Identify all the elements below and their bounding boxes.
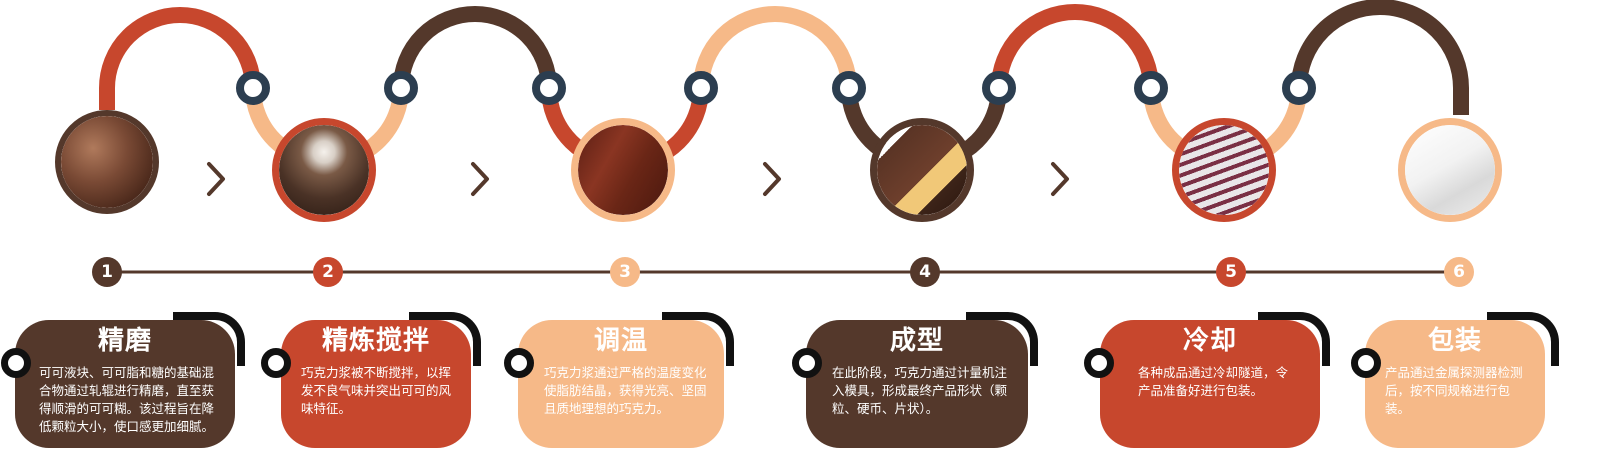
ring-node: [532, 71, 566, 105]
step-description-1: 可可液块、可可脂和糖的基础混合物通过轧辊进行精磨，直至获得顺滑的可可糊。该过程旨…: [39, 365, 215, 434]
card-hook-decoration: [966, 312, 1038, 366]
arch-1: [99, 7, 261, 110]
card-ring-decoration: [1, 348, 31, 378]
card-hook-decoration: [409, 312, 481, 366]
step-title-1: 精磨: [97, 326, 152, 356]
step-card-3: 调温 巧克力浆通过严格的温度变化使脂肪结晶，获得光亮、坚固且质地理想的巧克力。: [504, 312, 734, 448]
step-description-2: 巧克力浆被不断搅拌，以挥发不良气味并突出可可的风味特征。: [301, 365, 452, 416]
step-description-5: 各种成品通过冷却隧道，令产品准备好进行包装。: [1138, 365, 1289, 398]
card-hook-decoration: [1487, 312, 1559, 366]
step-number-5: 5: [1216, 257, 1246, 287]
tempering-photo: [571, 118, 675, 222]
chocolate-roller-photo: [55, 110, 159, 214]
conche-mixer-photo: [272, 118, 376, 222]
arch-5: [1291, 0, 1469, 115]
chevron-right-icon: [1051, 162, 1069, 196]
ring-node: [1282, 71, 1316, 105]
step-description-3: 巧克力浆通过严格的温度变化使脂肪结晶，获得光亮、坚固且质地理想的巧克力。: [544, 365, 707, 416]
step-card-6: 包装 产品通过金属探测器检测后，按不同规格进行包装。: [1351, 312, 1559, 448]
packaging-box-photo: [1398, 118, 1502, 222]
chevron-right-icon: [471, 162, 489, 196]
arch-3: [693, 6, 857, 89]
step-title-4: 成型: [889, 326, 944, 356]
ring-node: [384, 71, 418, 105]
ring-node: [832, 71, 866, 105]
card-ring-decoration: [792, 348, 822, 378]
ring-node: [1134, 71, 1168, 105]
arch-4: [991, 4, 1159, 89]
ring-node: [236, 71, 270, 105]
step-card-1: 精磨 可可液块、可可脂和糖的基础混合物通过轧辊进行精磨，直至获得顺滑的可可糊。该…: [1, 312, 245, 448]
card-ring-decoration: [1084, 348, 1114, 378]
chevron-right-icon: [207, 162, 225, 196]
step-number-4: 4: [910, 257, 940, 287]
step-card-5: 冷却 各种成品通过冷却隧道，令产品准备好进行包装。: [1084, 312, 1330, 448]
chocolate-shapes-photo: [870, 118, 974, 222]
card-hook-decoration: [662, 312, 734, 366]
step-number-6: 6: [1444, 257, 1474, 287]
step-number-2: 2: [313, 257, 343, 287]
card-ring-decoration: [1351, 348, 1381, 378]
step-title-3: 调温: [593, 326, 648, 356]
connector-rings: [236, 71, 1316, 105]
step-number-3: 3: [610, 257, 640, 287]
chevron-right-icon: [763, 162, 781, 196]
step-title-5: 冷却: [1182, 326, 1237, 356]
card-hook-decoration: [1258, 312, 1330, 366]
step-description-4: 在此阶段，巧克力通过计量机注入模具，形成最终产品形状（颗粒、硬币、片状）。: [832, 365, 1008, 416]
card-ring-decoration: [261, 348, 291, 378]
step-card-2: 精炼搅拌 巧克力浆被不断搅拌，以挥发不良气味并突出可可的风味特征。: [261, 312, 481, 448]
step-number-1: 1: [92, 257, 122, 287]
step-title-2: 精炼搅拌: [321, 326, 430, 356]
card-ring-decoration: [504, 348, 534, 378]
step-card-4: 成型 在此阶段，巧克力通过计量机注入模具，形成最终产品形状（颗粒、硬币、片状）。: [792, 312, 1038, 448]
step-title-6: 包装: [1427, 326, 1482, 356]
ring-node: [982, 71, 1016, 105]
card-hook-decoration: [173, 312, 245, 366]
ring-node: [684, 71, 718, 105]
step-description-6: 产品通过金属探测器检测后，按不同规格进行包装。: [1385, 365, 1523, 416]
arch-2: [393, 6, 557, 89]
cooling-tunnel-photo: [1172, 118, 1276, 222]
